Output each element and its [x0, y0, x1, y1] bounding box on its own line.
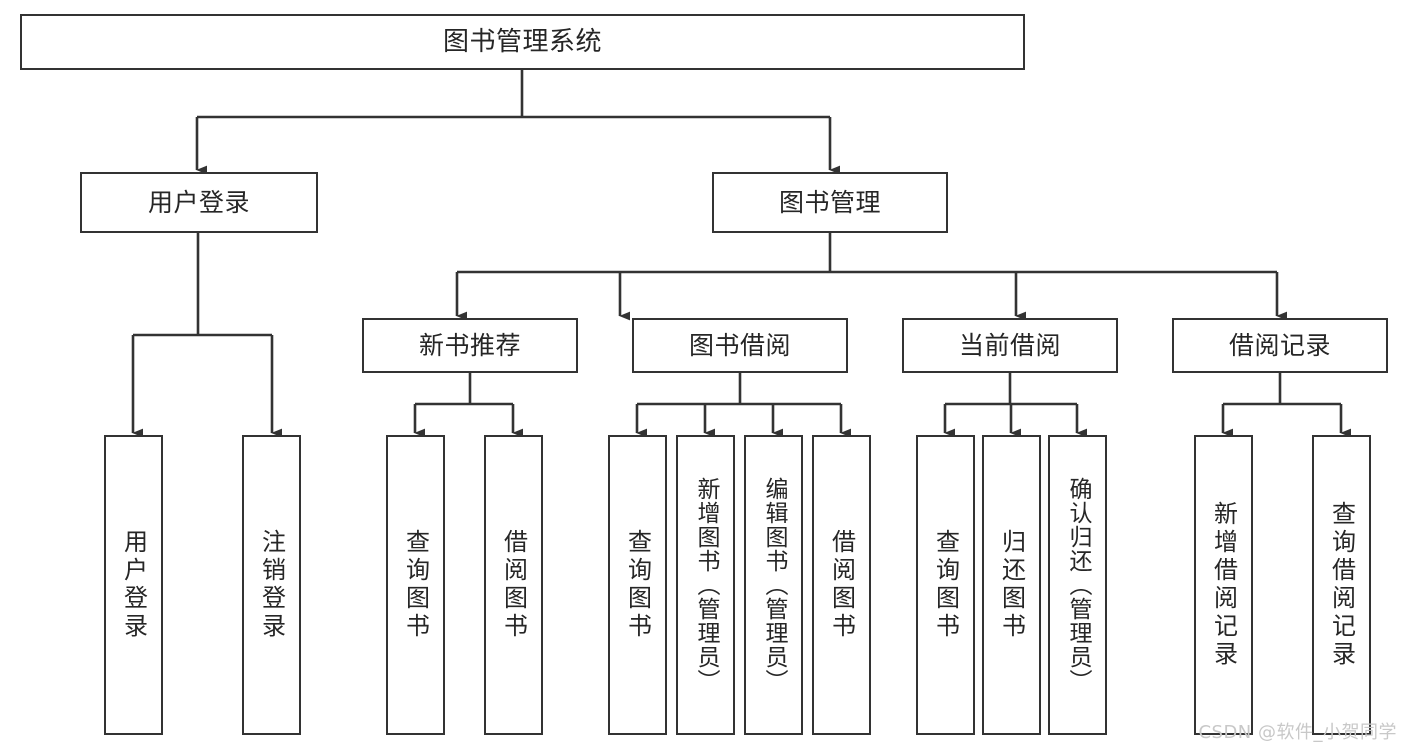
- node-leaf-query-book-2[interactable]: 查询图书: [608, 435, 667, 735]
- node-leaf-return-book[interactable]: 归还图书: [982, 435, 1041, 735]
- node-current-borrow[interactable]: 当前借阅: [902, 318, 1118, 373]
- node-root-system[interactable]: 图书管理系统: [20, 14, 1025, 70]
- node-label: 用户登录: [147, 188, 250, 217]
- node-label: 归还图书: [997, 529, 1026, 641]
- node-label: 查询借阅记录: [1327, 501, 1356, 669]
- node-label: 查询图书: [401, 529, 430, 641]
- node-leaf-query-record[interactable]: 查询借阅记录: [1312, 435, 1371, 735]
- csdn-watermark: CSDN @软件_小贺同学: [1198, 722, 1397, 743]
- node-leaf-user-login[interactable]: 用户登录: [104, 435, 163, 735]
- node-label: 图书管理: [778, 188, 881, 217]
- node-book-borrow[interactable]: 图书借阅: [632, 318, 848, 373]
- node-label: 借阅图书: [499, 529, 528, 641]
- node-label: 查询图书: [623, 529, 652, 641]
- node-user-login[interactable]: 用户登录: [80, 172, 318, 233]
- node-label: 查询图书: [931, 529, 960, 641]
- node-leaf-add-record[interactable]: 新增借阅记录: [1194, 435, 1253, 735]
- node-label: 用户登录: [119, 529, 148, 641]
- node-label: 新增图书（管理员）: [693, 477, 719, 693]
- node-label: 图书管理系统: [442, 26, 602, 57]
- node-label: 借阅图书: [827, 529, 856, 641]
- node-label: 当前借阅: [958, 331, 1061, 360]
- node-label: 注销登录: [257, 529, 286, 641]
- node-leaf-add-book[interactable]: 新增图书（管理员）: [676, 435, 735, 735]
- node-leaf-query-book-1[interactable]: 查询图书: [386, 435, 445, 735]
- node-leaf-borrow-book-2[interactable]: 借阅图书: [812, 435, 871, 735]
- node-borrow-record[interactable]: 借阅记录: [1172, 318, 1388, 373]
- node-leaf-edit-book[interactable]: 编辑图书（管理员）: [744, 435, 803, 735]
- node-label: 借阅记录: [1228, 331, 1331, 360]
- node-leaf-confirm-return[interactable]: 确认归还（管理员）: [1048, 435, 1107, 735]
- node-label: 确认归还（管理员）: [1065, 477, 1091, 693]
- node-leaf-logout[interactable]: 注销登录: [242, 435, 301, 735]
- node-label: 新增借阅记录: [1209, 501, 1238, 669]
- node-new-book-recommend[interactable]: 新书推荐: [362, 318, 578, 373]
- node-book-manage[interactable]: 图书管理: [712, 172, 948, 233]
- node-label: 图书借阅: [688, 331, 791, 360]
- node-leaf-query-book-3[interactable]: 查询图书: [916, 435, 975, 735]
- node-leaf-borrow-book-1[interactable]: 借阅图书: [484, 435, 543, 735]
- node-label: 编辑图书（管理员）: [761, 477, 787, 693]
- node-label: 新书推荐: [418, 331, 521, 360]
